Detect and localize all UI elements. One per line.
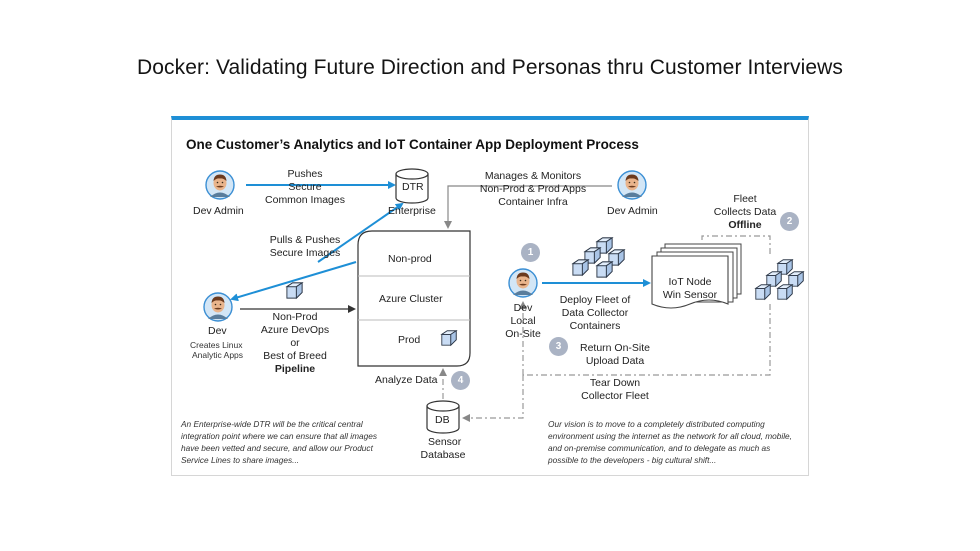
dev-admin-left-icon: [205, 170, 235, 200]
dev-left-label: Dev: [208, 325, 227, 337]
iot-node-line1: IoT Node: [668, 276, 712, 288]
pulls-line2: Secure Images: [269, 247, 341, 259]
pipeline-line1: Non-Prod: [272, 311, 318, 323]
manage-arrow: [444, 185, 612, 229]
dtr-caption: Enterprise: [388, 205, 436, 217]
azure-cluster-box: [357, 230, 471, 367]
dev-admin-right-label: Dev Admin: [607, 205, 658, 217]
deploy-line1: Deploy Fleet of: [559, 294, 631, 306]
fleet-line1: Fleet: [733, 193, 757, 205]
teardown-line2: Collector Fleet: [581, 390, 649, 402]
dtr-label: DTR: [402, 181, 424, 193]
step-badge-1: 1: [521, 243, 540, 262]
container-cluster-right: [755, 259, 804, 300]
cluster-prod-label: Prod: [398, 334, 421, 346]
container-cube-icon: [286, 282, 303, 299]
return-line1: Return On-Site: [579, 342, 651, 354]
dev-local-line1: Dev: [513, 302, 533, 314]
db-cylinder-icon: [426, 400, 460, 434]
iot-document-stack-icon: [651, 243, 742, 309]
dev-local-line3: On-Site: [505, 328, 541, 340]
dev-local-line2: Local: [510, 315, 536, 327]
analyze-label: Analyze Data: [375, 374, 438, 386]
db-caption-line2: Database: [420, 449, 466, 461]
pulls-line1: Pulls & Pushes: [269, 234, 341, 246]
dev-admin-right-icon: [617, 170, 647, 200]
dtr-cylinder-icon: [395, 168, 429, 204]
container-cluster-left: [572, 237, 625, 278]
dev-left-sub2: Analytic Apps: [192, 350, 244, 360]
pull-arrow-up: [317, 202, 404, 263]
pushes-line3: Common Images: [265, 194, 345, 206]
pull-arrow-down: [230, 261, 357, 302]
cluster-nonprod-label: Non-prod: [388, 253, 432, 265]
cluster-azure-label: Azure Cluster: [379, 293, 443, 305]
db-caption-line1: Sensor: [428, 436, 462, 448]
fleet-line2: Collects Data: [713, 206, 777, 218]
panel-title: One Customer’s Analytics and IoT Contain…: [186, 137, 639, 152]
slide-title: Docker: Validating Future Direction and …: [136, 56, 844, 79]
step-badge-4: 4: [451, 371, 470, 390]
deploy-line2: Data Collector: [561, 307, 629, 319]
dev-left-sub1: Creates Linux: [190, 340, 243, 350]
teardown-line1: Tear Down: [589, 377, 641, 389]
offline-lines: [439, 235, 771, 422]
dev-local-icon: [508, 268, 538, 298]
pipeline-line3: or: [290, 337, 300, 349]
pushes-line2: Secure: [288, 181, 322, 193]
pipeline-line2: Azure DevOps: [260, 324, 330, 336]
fleet-bold: Offline: [728, 219, 762, 231]
deploy-line3: Containers: [569, 320, 621, 332]
step-badge-3: 3: [549, 337, 568, 356]
step-badge-2: 2: [780, 212, 799, 231]
pipeline-bold: Pipeline: [274, 363, 316, 375]
iot-node-line2: Win Sensor: [662, 289, 718, 301]
note-left: An Enterprise-wide DTR will be the criti…: [181, 419, 378, 465]
manages-line2: Non-Prod & Prod Apps: [479, 183, 587, 195]
manages-line1: Manages & Monitors: [484, 170, 582, 182]
pushes-line1: Pushes: [287, 168, 323, 180]
db-label: DB: [435, 414, 450, 426]
manages-line3: Container Infra: [498, 196, 568, 208]
dev-admin-left-label: Dev Admin: [193, 205, 244, 217]
return-line2: Upload Data: [585, 355, 645, 367]
note-right: Our vision is to move to a completely di…: [548, 419, 792, 465]
pipeline-line4: Best of Breed: [263, 350, 327, 362]
dev-left-icon: [203, 292, 233, 322]
